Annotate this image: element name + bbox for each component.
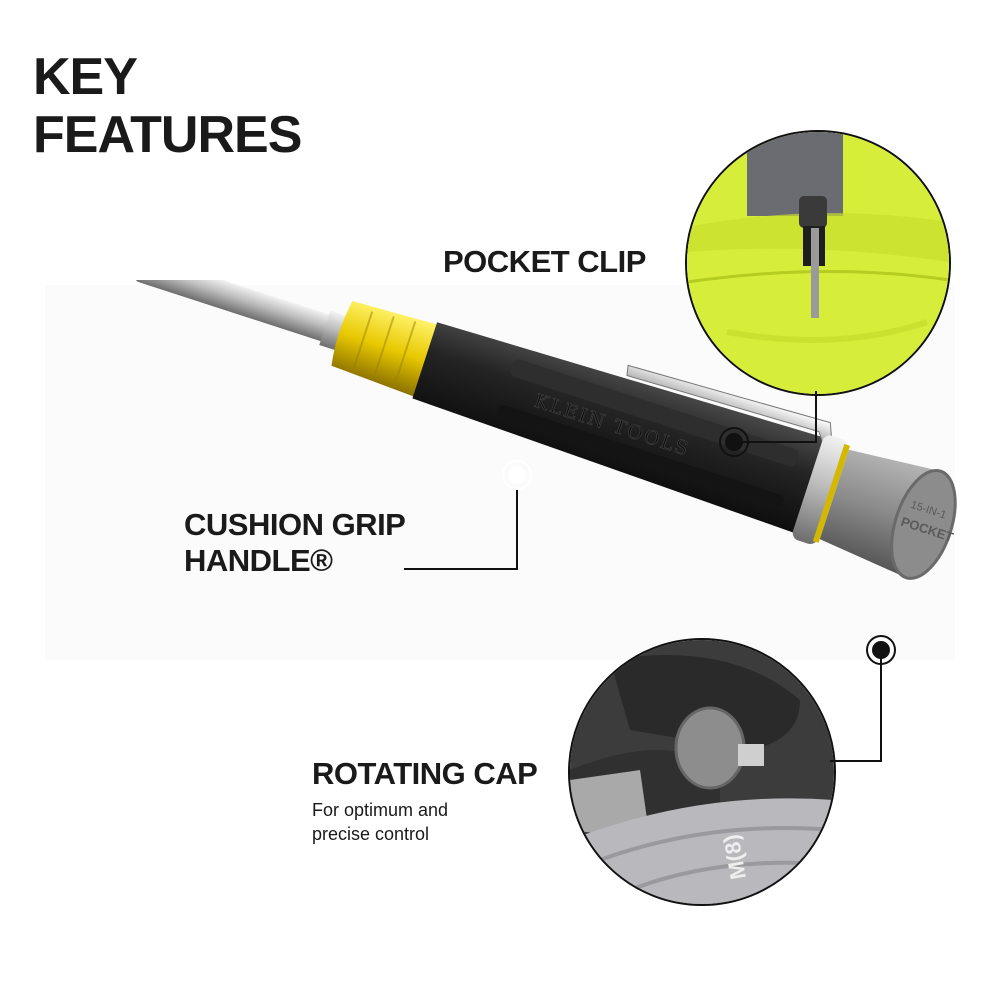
rotating-cap-callout-line-vertical: [880, 650, 882, 762]
pocket-clip-callout-line-horizontal: [734, 441, 817, 443]
rotating-cap-callout-marker-icon: [866, 635, 896, 665]
cushion-grip-label-line-1: CUSHION GRIP: [184, 507, 406, 542]
pocket-clip-inset-photo: [685, 130, 951, 396]
cushion-grip-callout-line-vertical: [516, 488, 518, 570]
cushion-grip-label-line-2: HANDLE®: [184, 543, 333, 578]
title-line-1: KEY: [33, 48, 138, 106]
cushion-grip-callout-dot-icon: [508, 466, 526, 484]
pocket-clip-callout-line-vertical: [815, 391, 817, 443]
rotating-cap-description: For optimum and precise control: [312, 798, 532, 846]
screwdriver-image: KLEIN TOOLS 15-IN-1 POCKET: [40, 280, 970, 660]
cushion-grip-callout-marker-icon: [502, 460, 532, 490]
pocket-clip-label: POCKET CLIP: [443, 244, 646, 279]
title-line-2: FEATURES: [33, 106, 302, 164]
rotating-cap-description-line-1: For optimum and: [312, 800, 449, 820]
rotating-cap-description-line-2: precise control: [312, 824, 430, 844]
rotating-cap-callout-dot-icon: [872, 641, 890, 659]
page-title: KEY FEATURES: [33, 48, 302, 164]
pocket-clip-callout-marker-icon: [719, 427, 749, 457]
cushion-grip-callout-line-horizontal: [404, 568, 518, 570]
rotating-cap-inset-photo: M(8): [568, 638, 836, 906]
pocket-clip-callout-dot-icon: [725, 433, 743, 451]
cushion-grip-label: CUSHION GRIP HANDLE®: [184, 507, 406, 579]
rotating-cap-label: ROTATING CAP: [312, 756, 538, 791]
rotating-cap-callout-line-horizontal: [830, 760, 882, 762]
